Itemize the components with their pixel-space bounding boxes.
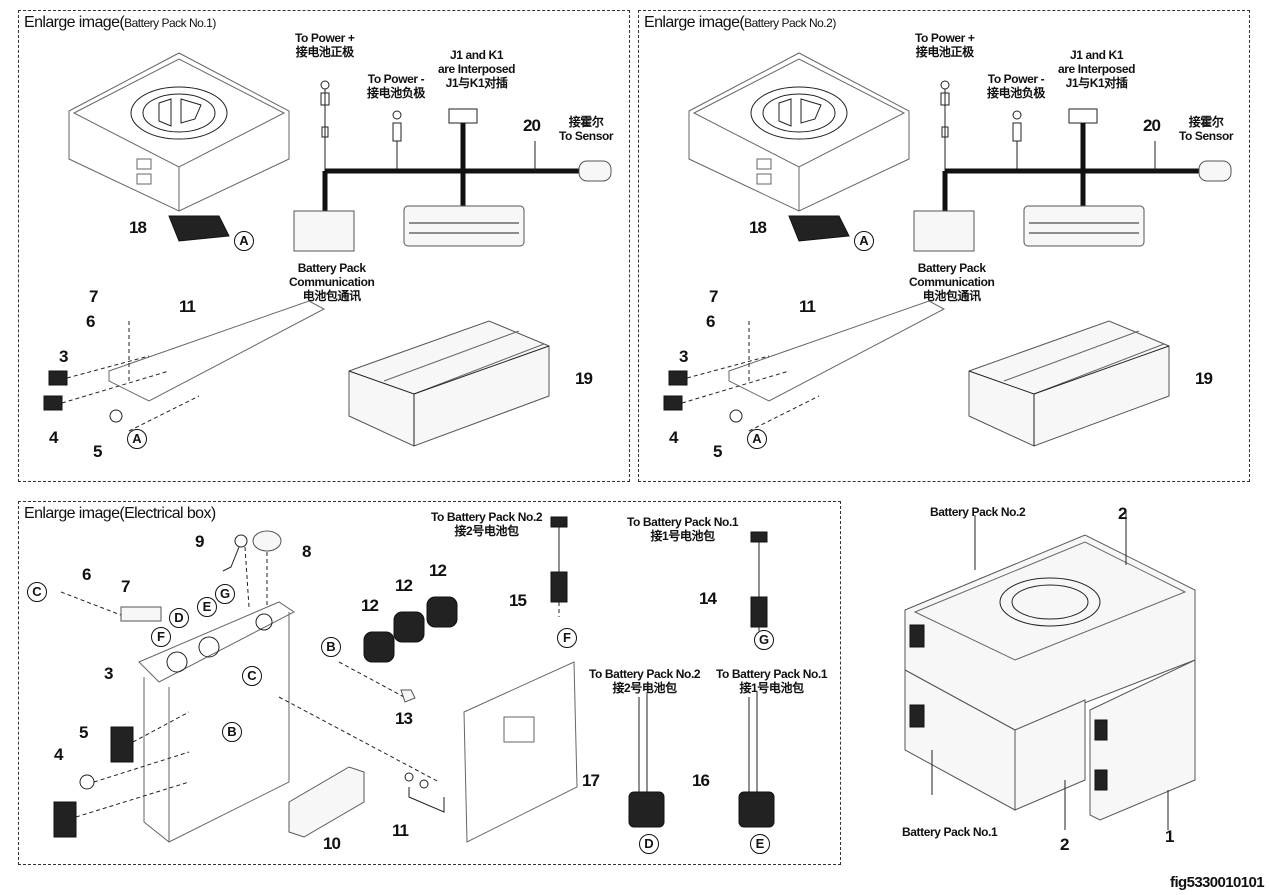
callout-11: 11	[799, 297, 816, 316]
callout-7: 7	[709, 287, 719, 306]
ref-mark-a: A	[854, 231, 874, 251]
callout-12: 12	[395, 576, 413, 595]
label-power-plus: To Power +接电池正极	[915, 31, 975, 59]
callout-3: 3	[679, 347, 689, 366]
callout-14: 14	[699, 589, 717, 608]
title-sub: Battery Pack No.1)	[124, 16, 216, 30]
label-battery-pack-2: Battery Pack No.2	[930, 505, 1026, 519]
label-power-minus: To Power -接电池负极	[367, 72, 426, 100]
callout-3: 3	[59, 347, 69, 366]
callout-1: 1	[1165, 827, 1175, 846]
ref-mark-e: E	[750, 834, 770, 854]
wiring-harness-20	[293, 80, 612, 252]
panel-title: Enlarge image(Battery Pack No.1)	[24, 14, 216, 32]
callout-2: 2	[1118, 504, 1128, 523]
ref-mark-g: G	[215, 584, 235, 604]
ref-mark-a: A	[747, 429, 767, 449]
ref-mark-c: C	[242, 666, 262, 686]
cover-plate-drawing	[463, 661, 578, 843]
ref-mark-a: A	[234, 231, 254, 251]
callout-7: 7	[121, 577, 131, 596]
callout-9: 9	[195, 532, 205, 551]
ref-mark-b: B	[222, 722, 242, 742]
ref-mark-d: D	[639, 834, 659, 854]
callout-4: 4	[49, 428, 59, 447]
electrical-box-drawing	[138, 601, 295, 843]
ref-mark-f: F	[151, 627, 171, 647]
callout-16: 16	[692, 771, 710, 790]
callout-12: 12	[361, 596, 379, 615]
callout-7: 7	[89, 287, 99, 306]
callout-10: 10	[323, 834, 341, 853]
callout-18: 18	[129, 218, 147, 237]
callout-20: 20	[1143, 116, 1161, 135]
callout-15: 15	[509, 591, 527, 610]
callout-2: 2	[1060, 835, 1070, 854]
connector-cables-drawing	[550, 516, 775, 828]
battery-cover-drawing	[68, 52, 290, 212]
callout-5: 5	[79, 723, 89, 742]
wiring-harness-20	[913, 80, 1232, 252]
base-plate-drawing	[43, 300, 326, 432]
title-sub: Battery Pack No.2)	[744, 16, 836, 30]
callout-18: 18	[749, 218, 767, 237]
callout-6: 6	[86, 312, 96, 331]
callout-4: 4	[669, 428, 679, 447]
panel-battery-pack-2: Enlarge image(Battery Pack No.2) To Powe…	[638, 10, 1250, 482]
bms-module-drawing	[168, 215, 230, 242]
callout-6: 6	[82, 565, 92, 584]
ref-mark-f: F	[557, 628, 577, 648]
callout-19: 19	[1195, 369, 1213, 388]
title-main: Enlarge image(	[644, 14, 745, 31]
label-battery-pack-1: Battery Pack No.1	[902, 825, 998, 839]
panel-battery-pack-1: Enlarge image(Battery Pack No.1) To Powe…	[18, 10, 630, 482]
ref-mark-a: A	[127, 429, 147, 449]
callout-6: 6	[706, 312, 716, 331]
callout-5: 5	[713, 442, 723, 461]
contactors-drawing	[338, 596, 458, 703]
callout-11: 11	[179, 297, 196, 316]
panel-electrical-box: Enlarge image(Electrical box)	[18, 501, 841, 865]
callout-12: 12	[429, 561, 447, 580]
callout-17: 17	[582, 771, 600, 790]
bms-module-drawing	[788, 215, 850, 242]
ref-mark-c: C	[27, 582, 47, 602]
ref-mark-b: B	[321, 637, 341, 657]
meter-and-switch-drawing	[222, 530, 282, 608]
battery-assembly-drawing	[904, 510, 1196, 830]
ref-mark-d: D	[169, 608, 189, 628]
battery-cover-drawing	[688, 52, 910, 212]
electrical-parts-drawing	[53, 591, 445, 838]
base-plate-drawing	[663, 300, 946, 432]
ref-mark-e: E	[197, 597, 217, 617]
callout-19: 19	[575, 369, 593, 388]
label-power-plus: To Power +接电池正极	[295, 31, 355, 59]
callout-20: 20	[523, 116, 541, 135]
label-power-minus: To Power -接电池负极	[987, 72, 1046, 100]
panel-title: Enlarge image(Electrical box)	[24, 505, 216, 522]
callout-4: 4	[54, 745, 64, 764]
ref-mark-g: G	[754, 630, 774, 650]
callout-3: 3	[104, 664, 114, 683]
callout-8: 8	[302, 542, 312, 561]
callout-13: 13	[395, 709, 413, 728]
figure-id: fig5330010101	[1170, 874, 1265, 891]
panel-title: Enlarge image(Battery Pack No.2)	[644, 14, 836, 32]
battery-module-drawing	[968, 320, 1170, 447]
callout-11: 11	[392, 821, 409, 840]
title-main: Enlarge image(	[24, 14, 125, 31]
callout-5: 5	[93, 442, 103, 461]
battery-module-drawing	[348, 320, 550, 447]
